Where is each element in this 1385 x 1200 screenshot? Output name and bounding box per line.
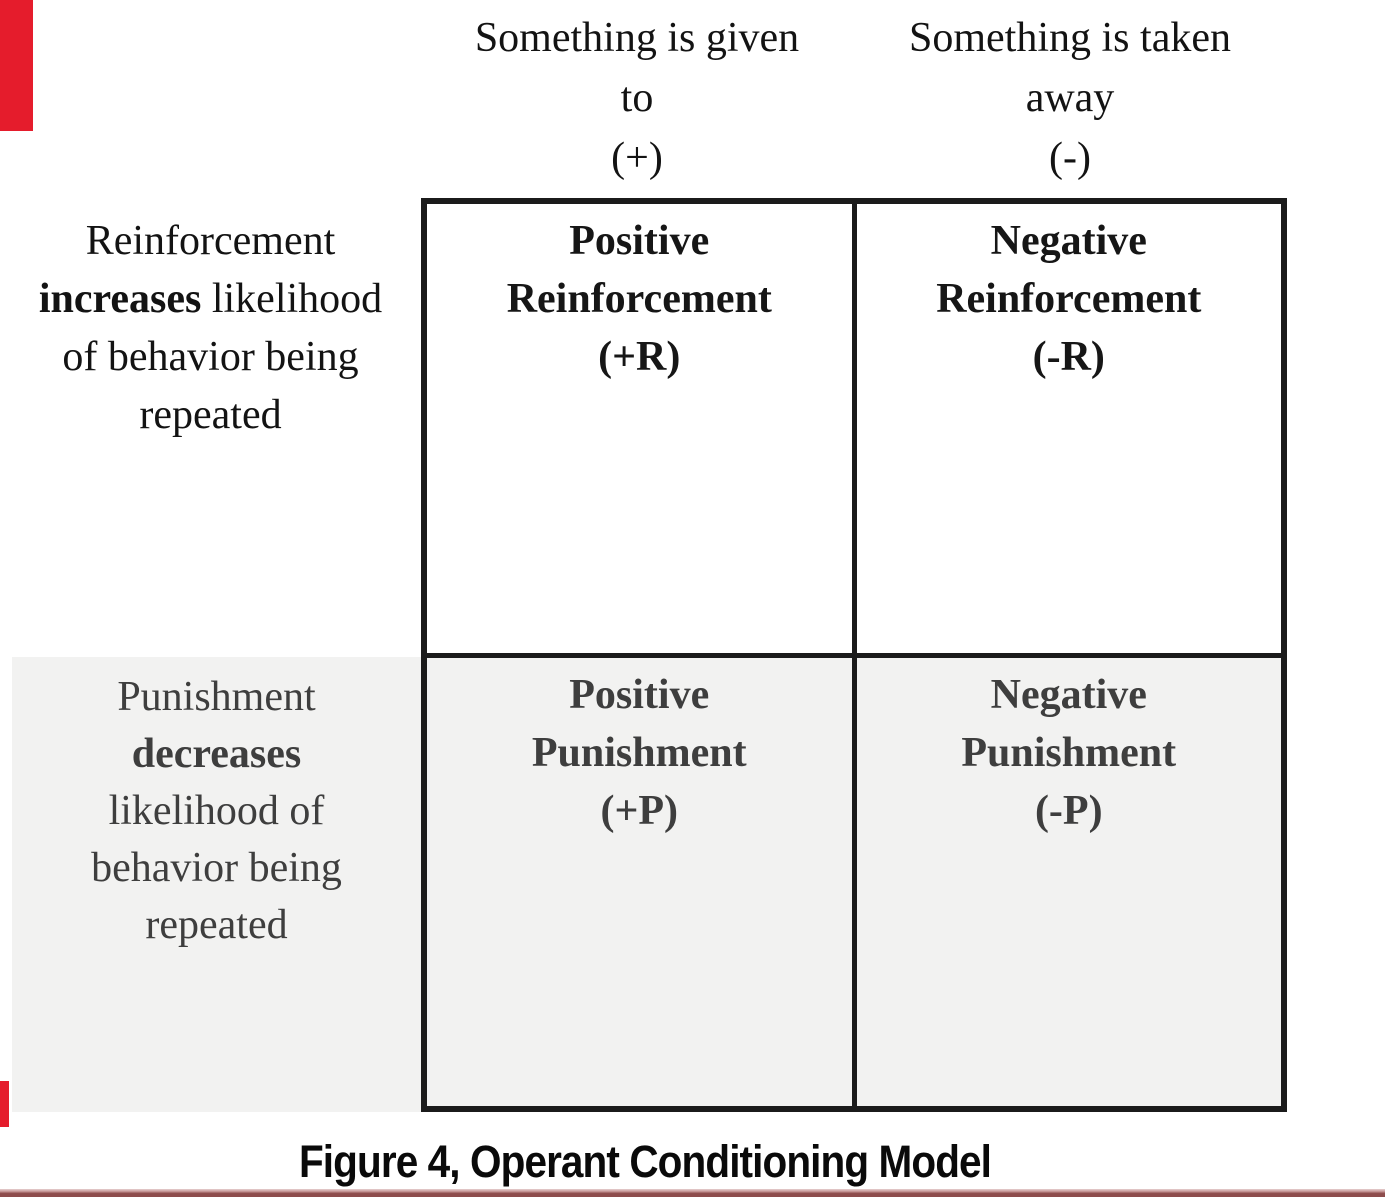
row-header-reinforcement: Reinforcement increases likelihood of be…: [0, 212, 421, 444]
red-edge-mark-bottom: [0, 1081, 9, 1127]
column-header-given-line2: to: [620, 75, 654, 121]
cell-negative-reinforcement: Negative Reinforcement (-R): [856, 204, 1281, 653]
cell-positive-reinforcement: Positive Reinforcement (+R): [427, 204, 852, 653]
cell-negative-punishment: Negative Punishment (-P): [856, 657, 1281, 1106]
column-header-given: Something is given to (+): [421, 8, 853, 188]
cell-negative-reinforcement-line3: (-R): [1032, 334, 1105, 380]
cell-negative-reinforcement-line2: Reinforcement: [936, 276, 1202, 322]
row-header-reinforcement-line2-rest: likelihood: [201, 276, 383, 322]
red-edge-mark-top: [0, 0, 33, 131]
conditioning-table: Positive Reinforcement (+R) Negative Rei…: [421, 198, 1287, 1112]
cell-positive-reinforcement-line3: (+R): [598, 334, 681, 380]
row-header-reinforcement-line1: Reinforcement: [85, 218, 336, 264]
row-header-reinforcement-line3: of behavior being: [62, 334, 359, 380]
row-header-punishment-line1: Punishment: [117, 674, 316, 720]
row-header-reinforcement-bold-word: increases: [38, 276, 202, 322]
row-header-punishment-line4: behavior being: [91, 845, 342, 891]
cell-negative-punishment-line1: Negative: [990, 671, 1147, 718]
column-header-taken-line1: Something is taken: [909, 15, 1231, 61]
column-header-taken: Something is taken away (-): [853, 8, 1287, 188]
column-header-taken-line3: (-): [1049, 135, 1091, 181]
cell-negative-punishment-line2: Punishment: [961, 729, 1177, 776]
cell-negative-reinforcement-line1: Negative: [990, 218, 1147, 264]
column-header-given-line1: Something is given: [474, 15, 800, 61]
row-header-reinforcement-line2: increases likelihood: [0, 270, 421, 328]
cell-positive-punishment-line2: Punishment: [531, 729, 747, 776]
cell-positive-reinforcement-line1: Positive: [569, 218, 710, 264]
row-header-reinforcement-line4: repeated: [139, 392, 282, 438]
row-header-punishment: Punishment decreases likelihood of behav…: [12, 657, 421, 1112]
row-header-punishment-line3: likelihood of: [108, 788, 325, 834]
cell-positive-reinforcement-line2: Reinforcement: [506, 276, 772, 322]
row-header-punishment-bold-word: decreases: [131, 731, 302, 777]
column-header-given-line3: (+): [611, 135, 663, 181]
red-rule: [0, 1189, 1385, 1197]
cell-negative-punishment-line3: (-P): [1034, 787, 1103, 834]
cell-positive-punishment-line3: (+P): [600, 787, 679, 834]
column-header-taken-line2: away: [1025, 75, 1115, 121]
row-header-punishment-line5: repeated: [145, 902, 288, 948]
cell-positive-punishment-line1: Positive: [569, 671, 710, 718]
figure-caption: Figure 4, Operant Conditioning Model: [298, 1136, 992, 1187]
cell-positive-punishment: Positive Punishment (+P): [427, 657, 852, 1106]
